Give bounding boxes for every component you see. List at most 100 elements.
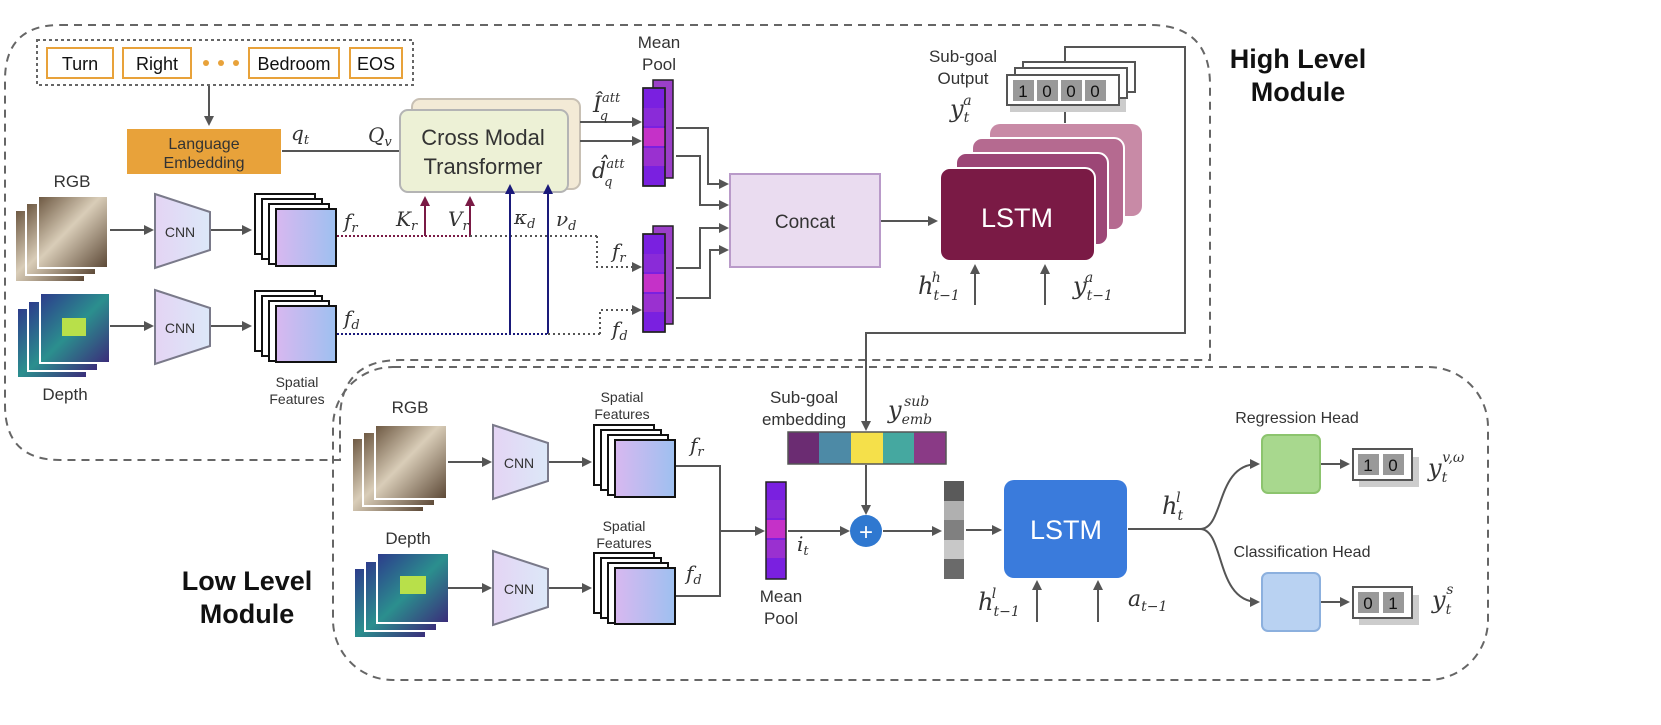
ll-spatial-features-depth-label-2: Features	[596, 535, 651, 551]
subgoal-embedding-vector	[787, 431, 947, 465]
ll-spatial-features-depth-label: Spatial	[603, 518, 646, 534]
token-eos-label: EOS	[357, 54, 395, 74]
hl-cnn-rgb	[154, 192, 211, 270]
d-att-symbol: d̂qatt	[592, 155, 625, 190]
arrow-rgb-to-meanpool	[596, 236, 642, 272]
h-l-symbol: htl	[1162, 490, 1183, 524]
hl-rgb-spatial-features	[254, 193, 337, 267]
ll-depth-label: Depth	[385, 529, 430, 548]
ellipsis-dot	[203, 60, 209, 66]
low-level-title: Low Level	[182, 566, 313, 596]
cls-bit	[1358, 592, 1379, 613]
ll-depth-spatial-features	[593, 552, 676, 625]
y-vw-symbol: ytv,ω	[1427, 450, 1465, 486]
subgoal-embedding-label-2: embedding	[762, 410, 846, 429]
y-emb-symbol: yembsub	[887, 394, 932, 428]
ll-spatial-features-rgb-label: Spatial	[601, 389, 644, 405]
plus-symbol: +	[859, 519, 873, 546]
classification-head-block	[1261, 572, 1321, 632]
classification-head-label: Classification Head	[1234, 544, 1371, 561]
combined-feature-vector	[944, 481, 964, 579]
ll-rgb-spatial-features	[593, 424, 676, 498]
subgoal-bit	[1085, 80, 1106, 101]
q-v-symbol: Qv	[368, 123, 392, 150]
reg-bit	[1383, 454, 1404, 475]
cls-bit-value: 0	[1363, 594, 1372, 613]
subgoal-bit-value: 0	[1042, 82, 1051, 101]
hl-lstm-label: LSTM	[981, 203, 1053, 233]
hl-lstm-block	[939, 167, 1096, 262]
subgoal-output-label-2: Output	[937, 69, 988, 88]
cross-modal-label-2: Transformer	[424, 154, 543, 179]
high-level-title: High Level	[1230, 44, 1367, 74]
reg-bit-value: 1	[1363, 456, 1372, 475]
arrow-mp-feat-to-concat-2	[676, 245, 729, 299]
subgoal-bit	[1013, 80, 1034, 101]
hl-mean-pool-label: Mean	[638, 33, 681, 52]
hl-mean-pool-label-2: Pool	[642, 55, 676, 74]
language-embedding-block	[127, 129, 281, 174]
hl-depth-spatial-features	[254, 290, 337, 363]
k-d-symbol: κd	[513, 205, 535, 232]
subgoal-embedding-label: Sub-goal	[770, 388, 838, 407]
hl-mean-pool-feat-vector	[642, 225, 674, 333]
cross-modal-transformer-block	[399, 109, 569, 193]
ll-rgb-image	[374, 424, 448, 500]
v-d-symbol: νd	[556, 207, 577, 234]
ll-depth-patch	[400, 576, 426, 594]
low-level-module-boundary	[332, 366, 1489, 681]
hl-mean-pool-att-vector	[642, 79, 674, 187]
reg-bit	[1358, 454, 1379, 475]
hl-f-r-symbol: fr	[342, 209, 358, 236]
token-right	[122, 47, 192, 79]
ll-cnn-rgb-label: CNN	[504, 455, 534, 471]
hl-f-r2-symbol: fr	[610, 239, 626, 266]
subgoal-bit-value: 0	[1066, 82, 1075, 101]
hl-f-d2-symbol: fd	[610, 317, 628, 344]
subgoal-output-label: Sub-goal	[929, 47, 997, 66]
cross-modal-label: Cross Modal	[421, 125, 544, 150]
token-turn-label: Turn	[62, 54, 98, 74]
arrow-to-classification-head	[1199, 528, 1260, 607]
reg-bit-value: 0	[1388, 456, 1397, 475]
plus-node	[850, 515, 882, 547]
concat-label: Concat	[775, 212, 836, 233]
token-eos	[349, 47, 403, 79]
h-l-prev-symbol: ht−1l	[978, 586, 1020, 620]
y-s-symbol: yts	[1431, 582, 1453, 618]
token-right-label: Right	[136, 54, 178, 74]
hl-depth-patch	[62, 318, 86, 336]
cls-bit-value: 1	[1388, 594, 1397, 613]
ll-mean-pool-label: Mean	[760, 587, 803, 606]
arrow-mp-feat-to-concat	[676, 223, 729, 269]
token-bedroom-label: Bedroom	[257, 54, 330, 74]
ll-line-fd-to-merge	[676, 531, 721, 597]
ll-f-r-symbol: fr	[688, 433, 704, 460]
hl-f-d-symbol: fd	[342, 306, 360, 333]
arrow-mp-att-to-concat	[676, 127, 729, 189]
ll-line-fr-to-merge	[676, 465, 721, 531]
ll-lstm-block	[1004, 480, 1127, 578]
v-r-symbol: Vr	[448, 207, 469, 234]
ellipsis-dot	[233, 60, 239, 66]
ll-f-d-symbol: fd	[684, 561, 702, 588]
y-prev-symbol: yt−1a	[1072, 270, 1113, 304]
language-embedding-label-2: Embedding	[164, 155, 245, 172]
hl-rgb-label: RGB	[54, 172, 91, 191]
ll-mean-pool-label-2: Pool	[764, 609, 798, 628]
arrow-mp-att-to-concat-2	[676, 155, 729, 210]
ll-mean-pool-vector	[765, 481, 787, 580]
i-t-symbol: it	[797, 532, 809, 559]
subgoal-bit-value: 0	[1090, 82, 1099, 101]
k-r-symbol: Kr	[395, 207, 418, 234]
hl-cnn-depth	[154, 288, 211, 366]
high-level-module-boundary	[4, 24, 1211, 461]
regression-head-label: Regression Head	[1235, 410, 1359, 427]
h-prev-symbol: ht−1h	[918, 270, 960, 304]
language-embedding-label: Language	[168, 136, 239, 153]
ll-rgb-label: RGB	[392, 398, 429, 417]
hl-rgb-image	[37, 195, 109, 269]
arrow-to-regression-head	[1199, 459, 1260, 530]
regression-head-block	[1261, 434, 1321, 494]
ll-cnn-depth	[492, 549, 549, 627]
